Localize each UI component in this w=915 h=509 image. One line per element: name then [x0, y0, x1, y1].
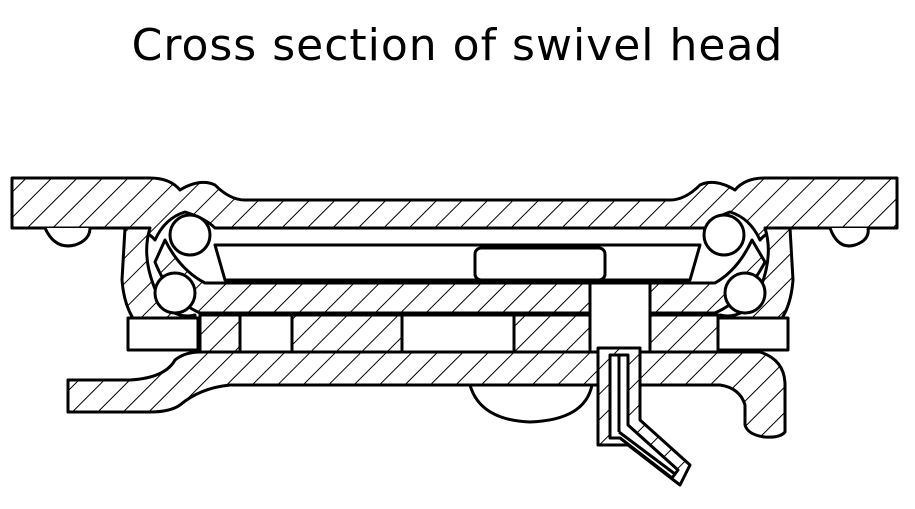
spacer-block	[512, 313, 592, 354]
ball-bearing	[702, 213, 746, 257]
left-seal	[126, 316, 200, 352]
right-seal	[716, 316, 790, 352]
grease-nipple	[596, 346, 692, 487]
fork-plate	[66, 350, 787, 439]
left-outer-race	[120, 226, 197, 337]
spacer-block	[198, 313, 242, 354]
spacer-block	[238, 313, 294, 354]
ball-bearing	[168, 213, 212, 257]
inner-recess	[213, 243, 702, 282]
spacer-block	[400, 313, 516, 354]
ball-bearing	[153, 271, 197, 315]
spacer-block	[290, 313, 404, 354]
diagram-title: Cross section of swivel head	[131, 20, 784, 71]
kingpin-shaft	[588, 281, 652, 354]
right-lug	[828, 227, 870, 248]
spacer-block	[648, 313, 720, 354]
top-plate	[10, 176, 899, 242]
kingpin-nut	[468, 383, 594, 424]
ball-bearing	[723, 271, 767, 315]
right-outer-race	[718, 226, 795, 337]
left-lug	[43, 227, 92, 248]
kingpin-head	[473, 246, 607, 282]
